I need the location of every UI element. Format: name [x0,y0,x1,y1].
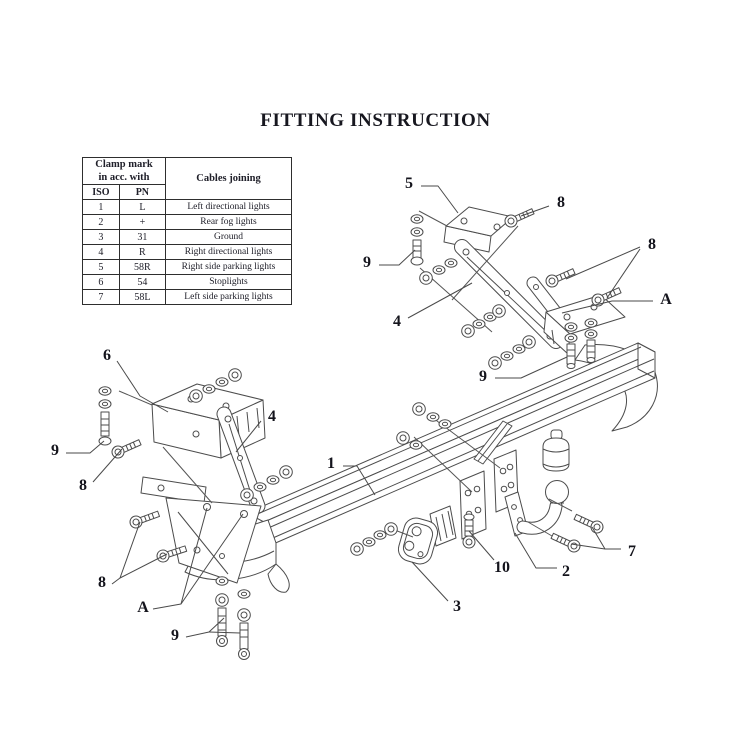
left-a-bracket-plate [165,497,262,584]
tow-ball [545,480,569,504]
bolt-stack-9-left [98,386,112,446]
fasteners [98,205,623,660]
table-header-clamp-mark: Clamp mark in acc. with [82,157,166,185]
callout-label-a-right: A [660,291,672,308]
table-row: 3 31 Ground [82,229,292,245]
bolt-stack-9-bottom [215,576,251,660]
ball-cover-cap [542,429,570,472]
callout-label-10: 10 [494,559,510,576]
ball-mount [504,491,564,537]
bracket-6 [151,383,266,459]
callout-label-8-bottom: 8 [98,574,106,591]
callout-label-9-left: 9 [51,442,59,459]
bolt-10 [462,513,476,549]
bolt-8-top [502,205,536,230]
callout-label-a-left: A [137,599,149,616]
callout-label-9-top: 9 [363,254,371,271]
leader-lines [66,185,653,638]
main-beam [246,342,656,549]
cell-cables: Left side parking lights [165,289,292,305]
bolt-7-a [572,510,606,536]
bracket-5 [443,206,514,253]
callout-label-4-left: 4 [268,408,276,425]
bolt-stack-9-right [564,318,598,369]
bolt-7-b [549,529,583,555]
projection-lines [118,210,573,538]
bolt-stack-9-top [410,214,424,266]
left-support-arm [216,406,266,514]
clamp-mark-table: Clamp mark in acc. with Cables joining I… [82,157,292,305]
callout-label-6: 6 [103,347,111,364]
table-row: 5 58R Right side parking lights [82,259,292,275]
callout-label-8-top: 8 [557,194,565,211]
page-title: FITTING INSTRUCTION [260,110,491,131]
callout-label-9-right: 9 [479,368,487,385]
callout-label-1: 1 [327,455,335,472]
table-row: 6 54 Stoplights [82,274,292,290]
callout-label-7: 7 [628,543,636,560]
callout-label-9-bottom: 9 [171,627,179,644]
table-row: 7 58L Left side parking lights [82,289,292,305]
table-row: 1 L Left directional lights [82,199,292,215]
socket-plate [397,505,457,565]
callout-label-5: 5 [405,175,413,192]
callout-label-8-left: 8 [79,477,87,494]
bolt-8-bottom-a [127,507,162,531]
table-header-cables-joining: Cables joining [165,157,292,200]
callout-label-4-right: 4 [393,313,401,330]
bolt-8-right-a [543,265,577,290]
callout-label-2: 2 [562,563,570,580]
callout-label-3: 3 [453,598,461,615]
cell-pn: 58L [118,289,167,305]
callout-label-8-right: 8 [648,236,656,253]
